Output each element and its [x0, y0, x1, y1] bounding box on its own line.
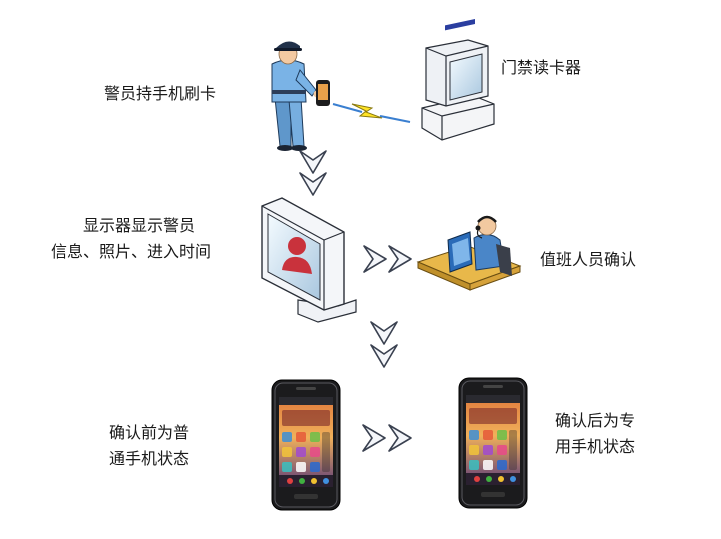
phone-after-icon: [458, 377, 528, 509]
label-officer: 警员持手机刷卡: [104, 84, 217, 103]
label-after-line2: 用手机状态: [555, 437, 636, 456]
down-arrow-1: [299, 150, 327, 196]
label-reader: 门禁读卡器: [501, 58, 582, 77]
right-arrow-phones: [362, 424, 412, 452]
operator-headset-icon: [416, 215, 522, 291]
label-duty: 值班人员确认: [540, 250, 637, 269]
police-officer-icon: [271, 41, 321, 151]
right-arrow-duty: [363, 245, 412, 273]
monitor-person-icon: [261, 197, 357, 323]
label-after-line1: 确认后为专: [555, 411, 636, 430]
lightning-signal-icon: [332, 103, 411, 123]
label-display-line2: 信息、照片、进入时间: [51, 242, 212, 261]
handheld-phone-icon: [316, 80, 330, 106]
phone-before-icon: [271, 379, 341, 511]
label-before-line1: 确认前为普: [109, 423, 190, 442]
down-arrow-2: [370, 321, 398, 368]
card-reader-terminal-icon: [421, 19, 495, 141]
label-display-line1: 显示器显示警员: [83, 216, 196, 235]
label-before-line2: 通手机状态: [109, 449, 190, 468]
